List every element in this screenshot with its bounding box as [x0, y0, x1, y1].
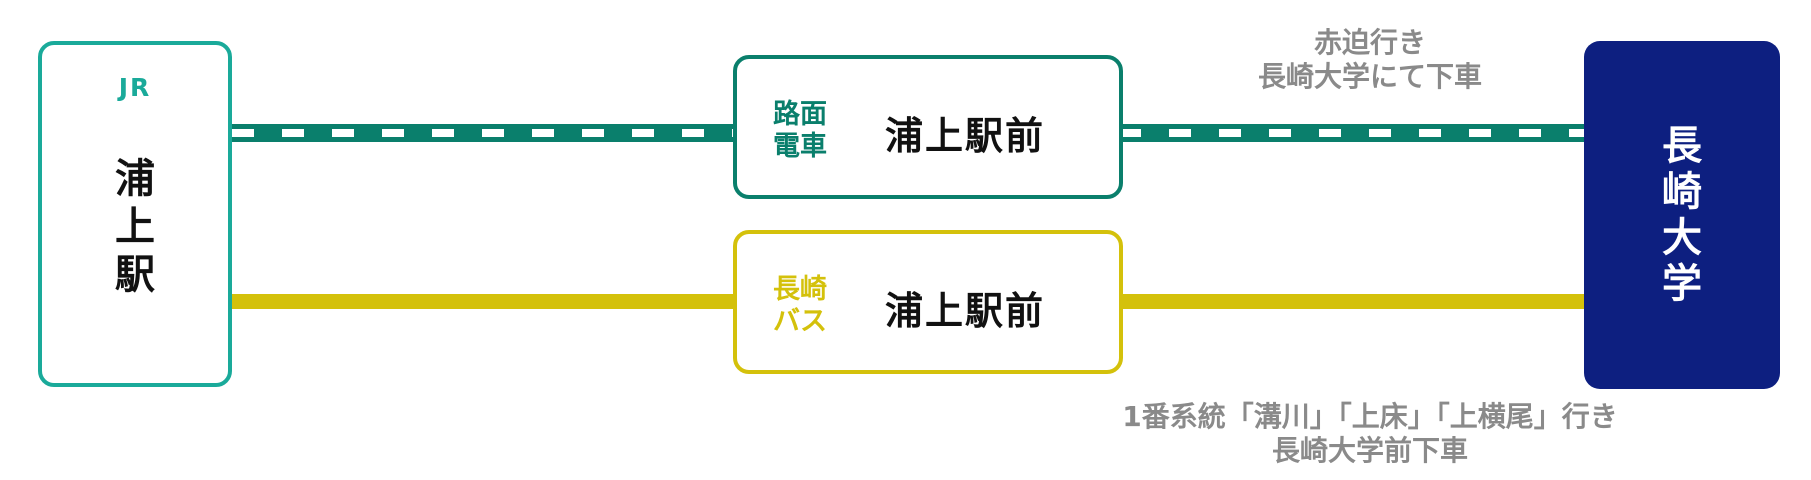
- destination-char: 学: [1662, 261, 1702, 307]
- bus-note-line: 1番系統「溝川」「上床」「上横尾」行き: [1122, 400, 1618, 433]
- bus-stop-name: 浦上駅前: [885, 289, 1046, 333]
- origin-station-name: 浦 上 駅: [42, 155, 228, 299]
- bus-note-line: 長崎大学前下車: [1271, 434, 1468, 467]
- bus-line-stop-to-destination: [1119, 294, 1588, 309]
- tram-mode-line: 路面: [773, 99, 827, 130]
- destination-char: 大: [1662, 215, 1702, 261]
- bus-mode-line: 長崎: [773, 274, 827, 305]
- destination-box: 長 崎 大 学: [1584, 41, 1780, 389]
- bus-route-note: 1番系統「溝川」「上床」「上横尾」行き 長崎大学前下車: [1080, 400, 1660, 468]
- bus-mode-line: バス: [773, 306, 827, 337]
- tram-mode-line: 電車: [773, 131, 827, 162]
- jr-label: JR: [118, 73, 152, 102]
- tram-line-stop-to-destination: [1119, 124, 1588, 142]
- tram-note-line: 長崎大学にて下車: [1257, 60, 1482, 93]
- destination-name: 長 崎 大 学: [1584, 123, 1780, 307]
- origin-station-box: JR 浦 上 駅: [38, 41, 232, 387]
- tram-stop-name: 浦上駅前: [885, 114, 1046, 158]
- destination-char: 長: [1662, 123, 1702, 169]
- origin-station-char: 上: [115, 204, 155, 250]
- bus-mode-label: 長崎 バス: [765, 274, 835, 338]
- tram-route-note: 赤迫行き 長崎大学にて下車: [1230, 26, 1510, 94]
- tram-mode-label: 路面 電車: [765, 99, 835, 163]
- origin-station-char: 駅: [115, 252, 155, 298]
- destination-char: 崎: [1662, 169, 1702, 215]
- origin-station-char: 浦: [115, 156, 155, 202]
- bus-stop-box: 長崎 バス 浦上駅前: [733, 230, 1123, 374]
- tram-note-line: 赤迫行き: [1313, 26, 1426, 59]
- bus-line-origin-to-stop: [232, 294, 737, 309]
- tram-stop-box: 路面 電車 浦上駅前: [733, 55, 1123, 199]
- tram-line-origin-to-stop: [232, 124, 737, 142]
